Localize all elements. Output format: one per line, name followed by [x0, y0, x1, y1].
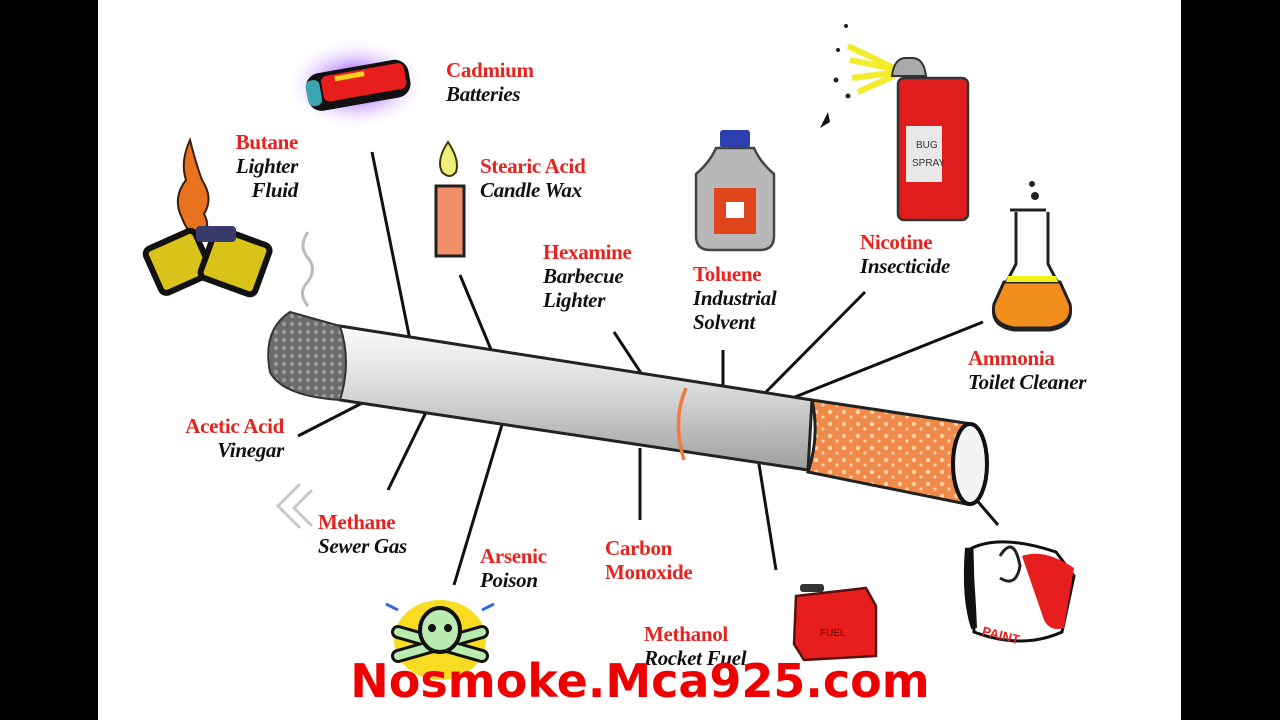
- chemical-name: Carbon: [605, 536, 673, 560]
- leader-stearic: [458, 274, 494, 353]
- chemical-name-line2: Monoxide: [605, 560, 693, 585]
- cigarette-paper: [338, 324, 814, 472]
- common-use: Toilet Cleaner: [968, 370, 1087, 395]
- common-use: Rocket Fuel: [644, 646, 747, 671]
- leader-methanol: [756, 457, 778, 571]
- solvent-bottle-icon: [694, 130, 776, 252]
- chemical-name: Toluene: [693, 262, 762, 286]
- label-hexamine: Hexamine Barbecue Lighter: [543, 240, 632, 312]
- chemical-name: Stearic Acid: [480, 154, 586, 178]
- common-use: Industrial: [693, 286, 777, 311]
- common-use: Sewer Gas: [318, 534, 407, 559]
- label-carbon-monoxide: Carbon Monoxide: [605, 536, 693, 585]
- label-cadmium: Cadmium Batteries: [446, 58, 534, 106]
- gas-fumes-icon: [275, 482, 314, 530]
- watermark-url: Nosmoke.Mca925.com: [350, 654, 930, 708]
- lighter-icon: [142, 136, 273, 298]
- chemical-name: Cadmium: [446, 58, 534, 82]
- label-nicotine: Nicotine Insecticide: [860, 230, 950, 278]
- leader-lines: [297, 151, 1000, 586]
- battery-icon: [284, 38, 428, 130]
- common-use: Barbecue: [543, 264, 624, 289]
- chemical-name: Acetic Acid: [185, 414, 284, 438]
- fuel-can-icon: FUEL: [792, 584, 878, 662]
- candle-icon: [434, 140, 466, 258]
- bug-spray-can-icon: BUG SPRAY: [820, 24, 970, 222]
- label-methanol: Methanol Rocket Fuel: [644, 622, 747, 671]
- common-use: Insecticide: [860, 254, 951, 279]
- label-methane: Methane Sewer Gas: [318, 510, 407, 558]
- common-use: Lighter: [235, 154, 298, 179]
- chemical-name: Hexamine: [543, 240, 632, 264]
- leader-methane: [386, 399, 434, 491]
- common-use: Poison: [480, 568, 538, 593]
- chemical-name: Arsenic: [480, 544, 547, 568]
- common-use: Vinegar: [217, 438, 284, 463]
- chemical-name: Butane: [235, 130, 299, 154]
- common-use: Lighter: [543, 288, 606, 313]
- leader-nicotine: [764, 290, 867, 394]
- label-stearic-acid: Stearic Acid Candle Wax: [480, 154, 586, 203]
- chemical-name: Methane: [318, 510, 396, 534]
- common-use: Candle Wax: [480, 178, 582, 203]
- leader-cadmium: [370, 151, 412, 341]
- skull-crossbones-icon: [385, 600, 495, 680]
- common-use: Fluid: [251, 178, 299, 203]
- label-ammonia: Ammonia Toilet Cleaner: [968, 346, 1086, 394]
- leader-ammonia: [794, 320, 984, 399]
- chemical-name: Nicotine: [860, 230, 933, 254]
- smoke-wisp-icon: [301, 231, 314, 307]
- chemical-name: Ammonia: [968, 346, 1055, 370]
- fuel-can-text: FUEL: [820, 628, 846, 639]
- bug-spray-text-2: SPRAY: [912, 158, 945, 169]
- common-use: Solvent: [693, 310, 756, 335]
- cigarette: [267, 310, 989, 506]
- leader-arsenic: [452, 407, 509, 586]
- cigarette-filter-end: [951, 422, 989, 506]
- bug-spray-text-1: BUG: [916, 140, 938, 151]
- label-arsenic: Arsenic Poison: [480, 544, 547, 592]
- flask-icon: [991, 181, 1073, 332]
- cigarette-band: [676, 387, 688, 461]
- chemical-name: Methanol: [644, 622, 728, 646]
- label-acetic-acid: Acetic Acid Vinegar: [150, 414, 284, 462]
- label-butane: Butane Lighter Fluid: [206, 130, 299, 203]
- common-use: Batteries: [446, 82, 521, 107]
- cigarette-filter: [806, 398, 974, 506]
- paint-can-icon: PAINT: [963, 540, 1076, 647]
- cigarette-ash: [267, 310, 347, 402]
- label-toluene: Toluene Industrial Solvent: [693, 262, 777, 335]
